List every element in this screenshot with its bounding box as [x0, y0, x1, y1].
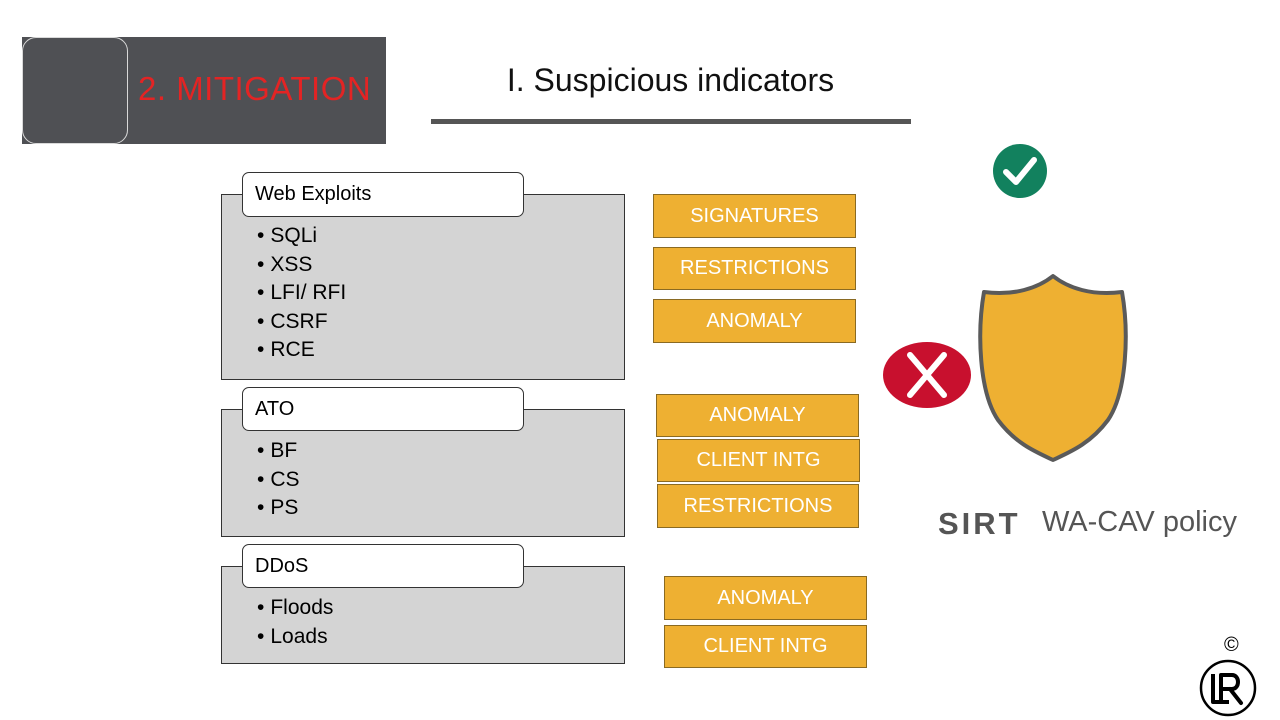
- section-label: 2. MITIGATION: [138, 70, 372, 107]
- policy-name: WA-CAV policy: [1042, 506, 1237, 538]
- tag-client-intg: CLIENT INTG: [657, 439, 860, 482]
- web-exploits-list: SQLi XSS LFI/ RFI CSRF RCE: [257, 222, 346, 365]
- list-item: XSS: [257, 251, 346, 280]
- title-underline: [431, 119, 911, 124]
- shield-icon: [978, 274, 1128, 462]
- list-item: CSRF: [257, 308, 346, 337]
- tag-anomaly: ANOMALY: [656, 394, 859, 437]
- list-item: BF: [257, 437, 300, 466]
- tag-signatures: SIGNATURES: [653, 194, 856, 238]
- list-item: Floods: [257, 594, 333, 623]
- list-item: CS: [257, 466, 299, 495]
- group-web-exploits-body: SQLi XSS LFI/ RFI CSRF RCE: [221, 194, 625, 380]
- tag-anomaly: ANOMALY: [653, 299, 856, 343]
- list-item: RCE: [257, 336, 346, 365]
- list-item: LFI/ RFI: [257, 279, 346, 308]
- tag-restrictions: RESTRICTIONS: [653, 247, 856, 290]
- tag-restrictions: RESTRICTIONS: [657, 484, 859, 528]
- lr-logo-icon: [1199, 659, 1257, 717]
- copyright-mark: ©: [1224, 634, 1239, 656]
- sirt-logo-text: SIRT: [938, 506, 1021, 541]
- list-item: PS: [257, 494, 300, 523]
- section-tab-notch: [22, 37, 128, 144]
- slide-title: I. Suspicious indicators: [506, 62, 835, 98]
- tag-client-intg: CLIENT INTG: [664, 625, 867, 668]
- ddos-list: Floods Loads: [257, 594, 333, 651]
- check-circle-icon: [993, 144, 1047, 198]
- group-ddos-header: DDoS: [242, 544, 524, 588]
- tag-anomaly: ANOMALY: [664, 576, 867, 620]
- cross-circle-icon: [883, 342, 971, 408]
- list-item: Loads: [257, 623, 333, 652]
- group-web-exploits-header: Web Exploits: [242, 172, 524, 217]
- list-item: SQLi: [257, 222, 346, 251]
- group-ato-header: ATO: [242, 387, 524, 431]
- ato-list: BF CS PS: [257, 437, 300, 523]
